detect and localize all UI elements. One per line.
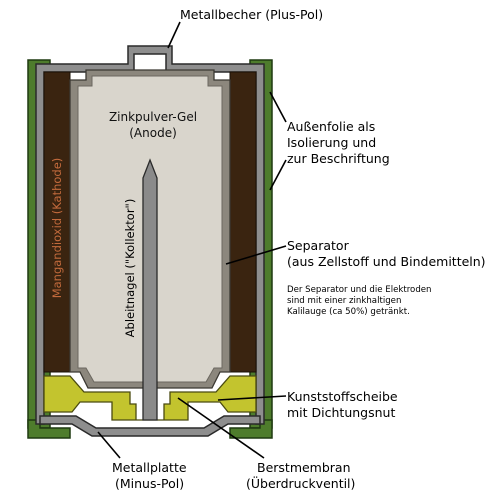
- cathode-right: [229, 71, 257, 373]
- label-aussenfolie-3: zur Beschriftung: [287, 151, 390, 166]
- label-anode-2: (Anode): [129, 126, 177, 140]
- label-aussenfolie-2: Isolierung und: [287, 135, 376, 150]
- leader-berstmembran: [177, 397, 265, 459]
- label-berstmembran-2: (Überdruckventil): [246, 475, 355, 491]
- leader-aussenfolie-2: [269, 159, 287, 191]
- label-metallplatte-2: (Minus-Pol): [115, 476, 184, 491]
- leader-separator: [225, 245, 287, 265]
- label-berstmembran-1: Berstmembran: [257, 460, 351, 475]
- note-elektrolyt-2: sind mit einer zinkhaltigen: [287, 296, 401, 306]
- note-elektrolyt-3: Kalilauge (ca 50%) getränkt.: [287, 307, 410, 317]
- label-separator-1: Separator: [287, 238, 350, 253]
- leader-metallbecher: [167, 21, 181, 49]
- plastic-seal: [43, 375, 257, 421]
- note-elektrolyt-1: Der Separator und die Elektroden: [287, 285, 432, 295]
- label-metallplatte-1: Metallplatte: [112, 460, 187, 475]
- label-metallbecher: Metallbecher (Plus-Pol): [180, 7, 323, 22]
- metal-plate: [39, 415, 261, 437]
- label-kunststoffscheibe-1: Kunststoffscheibe: [287, 389, 398, 404]
- label-kathode: Mangandioxid (Kathode): [50, 158, 64, 299]
- label-ableitnagel: Ableitnagel ("Kollektor"): [123, 199, 137, 338]
- leader-kunststoffscheibe: [217, 395, 287, 401]
- label-separator-2: (aus Zellstoff und Bindemitteln): [287, 254, 486, 269]
- label-anode-1: Zinkpulver-Gel: [109, 110, 197, 124]
- collector-nail: [142, 158, 158, 421]
- label-aussenfolie-1: Außenfolie als: [287, 119, 375, 134]
- leader-aussenfolie: [269, 91, 287, 123]
- leader-metallplatte: [97, 431, 121, 459]
- label-kunststoffscheibe-2: mit Dichtungsnut: [287, 405, 395, 420]
